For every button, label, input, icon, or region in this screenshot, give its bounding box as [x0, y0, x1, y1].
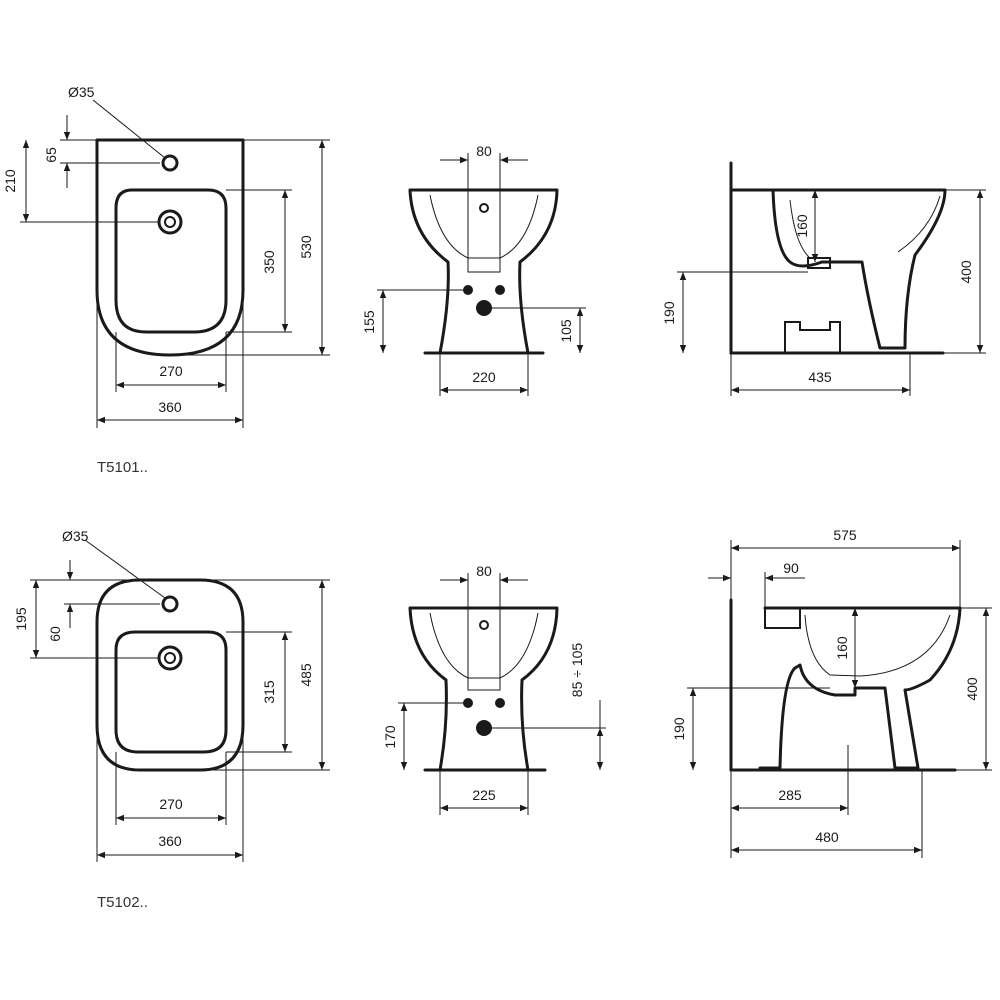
outlet-hole	[476, 300, 492, 316]
hole-diameter-label: Ø35	[68, 84, 95, 100]
dim-400: 400	[964, 677, 980, 701]
bowl-inner-line	[429, 612, 539, 679]
inlet-hole-left	[463, 698, 473, 708]
dim-270: 270	[159, 796, 183, 812]
t5102-front-view: 80 170 85 ÷ 105 225	[382, 563, 606, 815]
dim-80: 80	[476, 563, 492, 579]
dim-400: 400	[958, 260, 974, 284]
bidet-front-outline	[408, 606, 559, 772]
hole-diameter-label: Ø35	[62, 528, 89, 544]
dim-60: 60	[47, 626, 63, 642]
tap-hole	[161, 154, 179, 172]
dim-485: 485	[298, 663, 314, 687]
dim-90: 90	[783, 560, 799, 576]
dim-190: 190	[661, 301, 677, 325]
dim-210: 210	[2, 169, 18, 193]
dim-285: 285	[778, 787, 802, 803]
bowl-outline	[114, 188, 228, 334]
dim-195: 195	[13, 607, 29, 631]
inlet-hole-right	[495, 285, 505, 295]
dim-170: 170	[382, 725, 398, 749]
tap-hole	[161, 595, 179, 613]
dim-435: 435	[808, 369, 832, 385]
product-code: T5102..	[97, 894, 148, 911]
bowl-outline	[114, 630, 228, 754]
dim-315: 315	[261, 680, 277, 704]
inlet-hole-left	[463, 285, 473, 295]
dim-85-105: 85 ÷ 105	[569, 643, 585, 698]
drain-hole	[157, 209, 183, 235]
dim-190: 190	[671, 717, 687, 741]
outlet-hole	[476, 720, 492, 736]
dim-530: 530	[298, 235, 314, 259]
dim-575: 575	[833, 527, 857, 543]
inlet-hole-right	[495, 698, 505, 708]
dim-105: 105	[558, 319, 574, 343]
dim-160: 160	[834, 636, 850, 660]
dim-65: 65	[43, 147, 59, 163]
t5101-top-view: Ø35 65 210 350 530 270 360 T5101..	[2, 84, 330, 476]
dim-220: 220	[472, 369, 496, 385]
bowl-inner-line	[429, 194, 539, 259]
t5102-top-view: Ø35 195 60 315 485 270 360 T5102..	[13, 528, 330, 911]
dim-360: 360	[158, 399, 182, 415]
dim-360: 360	[158, 833, 182, 849]
drain-hole-inner	[164, 652, 176, 664]
dim-480: 480	[815, 829, 839, 845]
drain-hole	[157, 645, 183, 671]
t5101-side-view: 160 400 190 435	[661, 161, 986, 396]
drain-hole-inner	[164, 216, 176, 228]
t5102-side-view: 575 90 160 400 190 285 480	[671, 527, 992, 858]
bidet-side-outline	[729, 188, 947, 350]
dim-350: 350	[261, 250, 277, 274]
t5101-front-view: 80 155 105 220	[361, 143, 586, 396]
dim-225: 225	[472, 787, 496, 803]
dim-160: 160	[794, 214, 810, 238]
product-code: T5101..	[97, 459, 148, 476]
tap-hole	[479, 203, 489, 213]
tap-hole	[479, 620, 489, 630]
dim-155: 155	[361, 310, 377, 334]
dim-80: 80	[476, 143, 492, 159]
dim-270: 270	[159, 363, 183, 379]
